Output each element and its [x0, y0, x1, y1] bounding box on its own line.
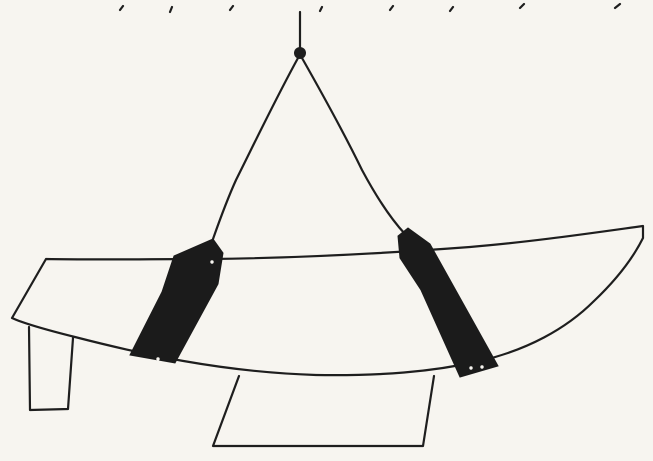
keel — [213, 376, 434, 446]
rudder — [29, 327, 73, 410]
boat-hull — [12, 226, 643, 375]
forward-strap-grommet-top — [210, 260, 213, 263]
aft-strap-grommet-left — [469, 366, 472, 369]
forward-lifting-strap — [130, 239, 223, 363]
forward-strap-grommet-bottom — [156, 357, 159, 360]
forward-sling-leg — [213, 58, 298, 239]
aft-lifting-strap — [398, 228, 498, 377]
aft-strap-grommet-right — [480, 365, 483, 368]
aft-sling-leg — [302, 58, 405, 234]
top-handwriting-fragments — [120, 4, 620, 12]
lifting-shackle — [294, 47, 306, 59]
